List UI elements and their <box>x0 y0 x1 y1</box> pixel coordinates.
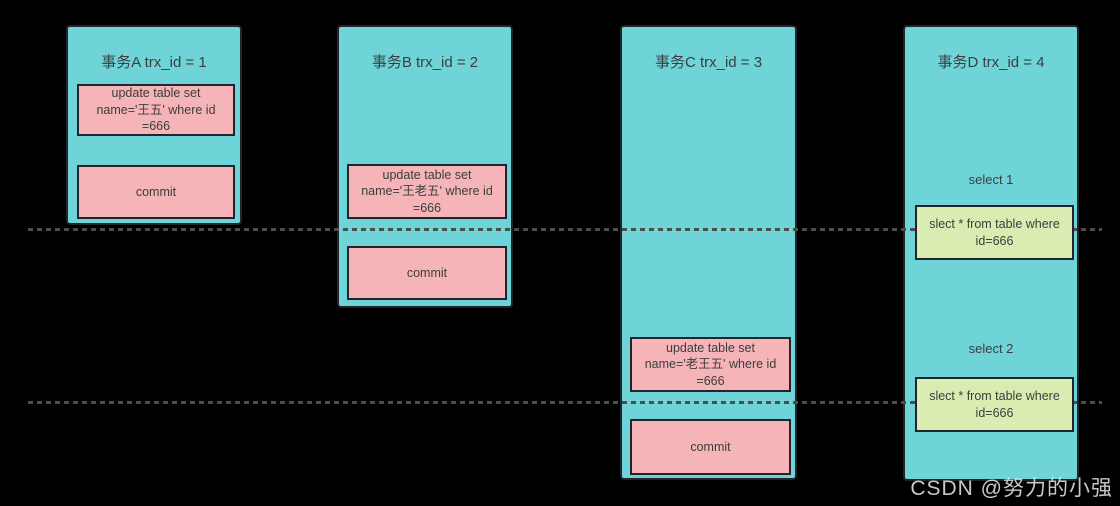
transaction-c-commit-box: commit <box>630 419 791 475</box>
transaction-b-update-box: update table set name='王老五' where id =66… <box>347 164 507 219</box>
transaction-a-update-box: update table set name='王五' where id =666 <box>77 84 235 136</box>
transaction-c-column: 事务C trx_id = 3 update table set name='老王… <box>620 25 797 480</box>
timeline-dashed-line-1 <box>28 228 1102 231</box>
transaction-b-commit-box: commit <box>347 246 507 300</box>
transaction-a-column: 事务A trx_id = 1 update table set name='王五… <box>66 25 242 225</box>
select-2-label: select 2 <box>968 341 1014 356</box>
transaction-d-title: 事务D trx_id = 4 <box>937 54 1045 71</box>
transaction-b-column: 事务B trx_id = 2 update table set name='王老… <box>337 25 513 308</box>
transaction-c-title: 事务C trx_id = 3 <box>654 54 763 71</box>
transaction-c-update-box: update table set name='老王五' where id =66… <box>630 337 791 392</box>
transaction-d-select-2-box: slect * from table where id=666 <box>915 377 1074 432</box>
transaction-d-select-1-box: slect * from table where id=666 <box>915 205 1074 260</box>
transaction-b-title: 事务B trx_id = 2 <box>371 54 479 71</box>
transaction-a-title: 事务A trx_id = 1 <box>101 54 207 71</box>
transaction-d-column: 事务D trx_id = 4 select 1 slect * from tab… <box>903 25 1079 481</box>
csdn-watermark: CSDN @努力的小强 <box>910 477 1113 500</box>
select-1-label: select 1 <box>968 172 1014 187</box>
timeline-dashed-line-2 <box>28 401 1102 404</box>
transaction-a-commit-box: commit <box>77 165 235 219</box>
